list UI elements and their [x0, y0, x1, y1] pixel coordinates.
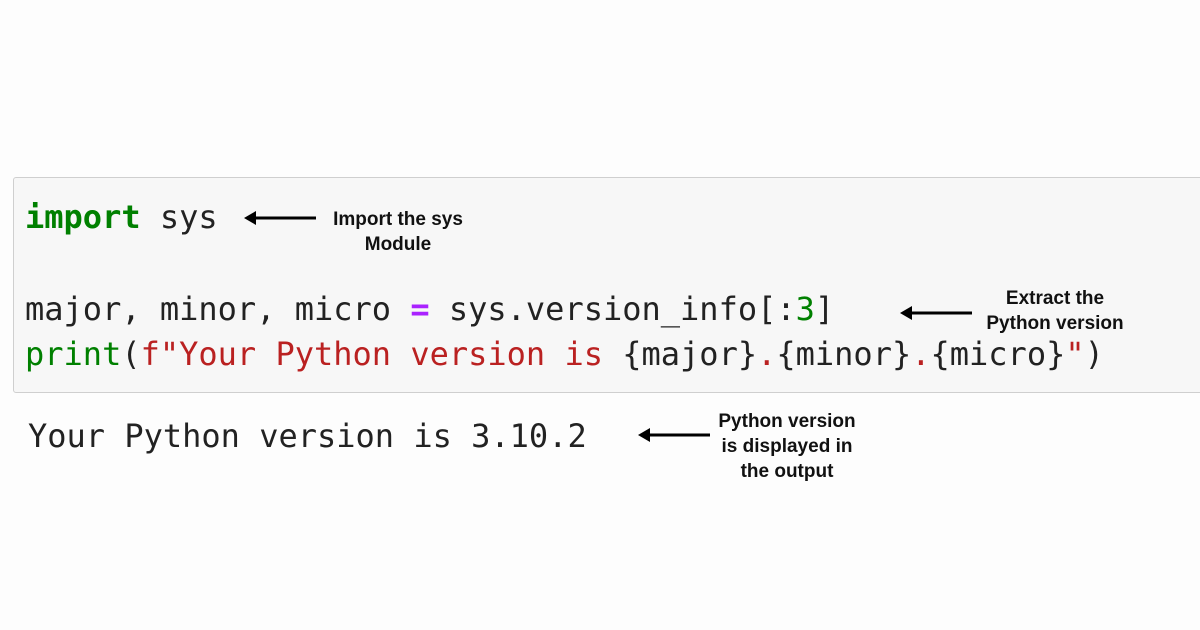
import-annotation-line-1: Import the sys: [333, 209, 463, 230]
output-annotation-line-1: Python version: [718, 411, 856, 432]
fstring-dot-2: .: [911, 335, 931, 373]
version-info-call: sys.version_info[:: [429, 290, 796, 328]
slice-close: ]: [814, 290, 835, 328]
cell-output: Your Python version is 3.10.2: [28, 417, 587, 455]
placeholder-major: {major}: [622, 335, 758, 373]
placeholder-micro: {micro}: [930, 335, 1066, 373]
left-arrow-icon: [900, 305, 972, 321]
import-annotation: Import the sys Module: [318, 207, 478, 257]
paren-close: ): [1084, 335, 1104, 373]
extract-annotation-line-1: Extract the: [1005, 288, 1105, 309]
placeholder-minor: {minor}: [776, 335, 912, 373]
fstring-prefix: f"Your Python version is: [140, 335, 623, 373]
extract-annotation-line-2: Python version: [986, 313, 1124, 334]
code-line-version-info: major, minor, micro = sys.version_info[:…: [25, 289, 834, 329]
output-annotation: Python version is displayed in the outpu…: [706, 409, 868, 484]
slice-number: 3: [795, 290, 815, 328]
paren-open: (: [121, 335, 141, 373]
import-keyword: import: [25, 198, 141, 236]
output-annotation-line-3: the output: [740, 461, 834, 482]
import-annotation-line-2: Module: [364, 234, 432, 255]
assignment-targets: major, minor, micro: [25, 290, 411, 328]
left-arrow-icon: [244, 210, 316, 226]
output-annotation-line-2: is displayed in: [721, 436, 853, 457]
code-line-import: import sys: [25, 197, 218, 237]
left-arrow-icon: [638, 427, 710, 443]
print-function: print: [25, 335, 122, 373]
import-module: sys: [140, 198, 218, 236]
code-line-print: print(f"Your Python version is {major}.{…: [25, 334, 1104, 374]
fstring-dot-1: .: [757, 335, 777, 373]
code-cell[interactable]: [13, 177, 1200, 393]
assignment-operator: =: [410, 290, 430, 328]
fstring-end-quote: ": [1065, 335, 1085, 373]
extract-annotation: Extract the Python version: [974, 286, 1136, 336]
